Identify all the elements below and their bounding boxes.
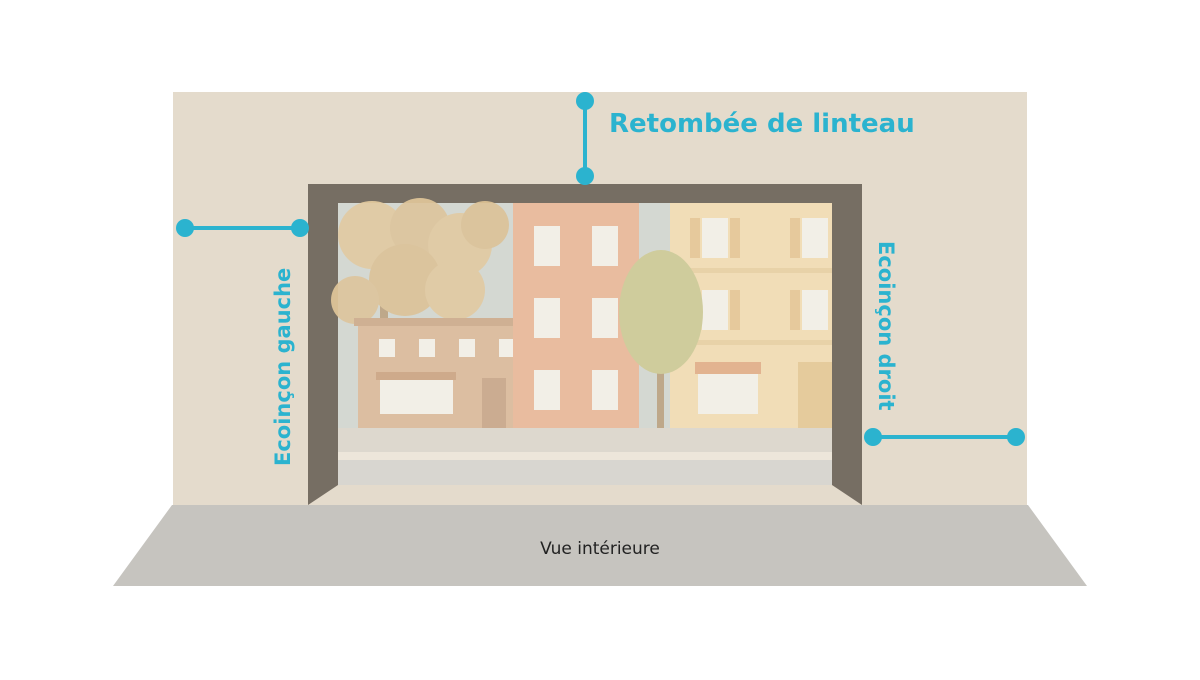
floor (113, 505, 1087, 586)
road (338, 460, 832, 485)
street-scene (331, 198, 832, 485)
lintel-marker-bottom-dot (576, 167, 594, 185)
sidewalk (338, 428, 832, 452)
lintel-label: Retombée de linteau (609, 109, 915, 139)
interior-view-label: Vue intérieure (540, 539, 660, 559)
green-tree (619, 250, 703, 428)
left-jamb-label: Ecoinçon gauche (271, 268, 295, 466)
left-jamb-marker-start-dot (176, 219, 194, 237)
left-jamb-marker-end-dot (291, 219, 309, 237)
middle-building (513, 203, 639, 428)
lintel-marker (576, 92, 594, 185)
right-jamb-marker-end-dot (1007, 428, 1025, 446)
right-jamb-label: Ecoinçon droit (874, 241, 898, 411)
right-jamb-marker-start-dot (864, 428, 882, 446)
right-jamb-marker (864, 428, 1025, 446)
left-jamb-marker (176, 219, 309, 237)
left-tree (331, 198, 509, 340)
curb (338, 452, 832, 460)
left-building (354, 318, 534, 428)
lintel-marker-top-dot (576, 92, 594, 110)
